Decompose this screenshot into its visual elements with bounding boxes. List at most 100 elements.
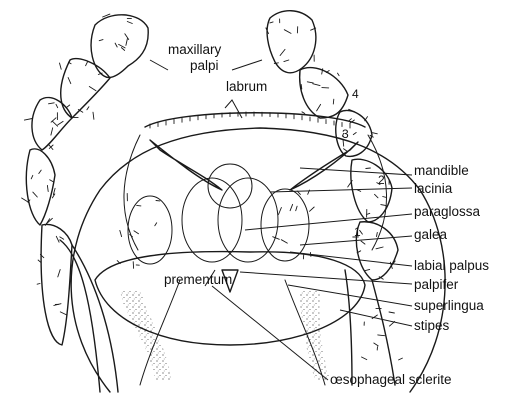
label-galea: galea [414, 227, 448, 242]
maxillary-palp-left-segment-3 [32, 98, 72, 150]
seta [281, 240, 287, 243]
seta [99, 40, 103, 41]
seta [86, 61, 88, 65]
palp-segment-number-4: 4 [352, 87, 359, 101]
seta [317, 104, 321, 111]
seta [362, 357, 367, 360]
seta [134, 231, 139, 234]
seta [56, 236, 59, 242]
seta [22, 198, 29, 202]
label-paraglossa: paraglossa [414, 204, 481, 219]
seta [376, 247, 383, 249]
paraglossa-right [218, 178, 278, 262]
label-labial-palpus: labial palpus [414, 258, 489, 273]
palp-segment-number-2: 2 [378, 173, 385, 187]
seta [364, 269, 369, 270]
label-superlingua: superlingua [414, 298, 484, 313]
seta [374, 343, 378, 346]
seta [338, 73, 340, 76]
maxillary-palp-left-segment-2 [26, 149, 55, 225]
seta [121, 48, 124, 51]
seta [383, 197, 386, 198]
seta [353, 133, 356, 135]
seta [68, 78, 71, 84]
seta [310, 207, 315, 211]
label-maxillary: maxillary [168, 42, 222, 57]
seta [87, 107, 89, 110]
seta [366, 168, 371, 169]
seta [60, 312, 67, 315]
seta [125, 34, 129, 40]
label-prementum: prementum [164, 272, 232, 287]
seta [284, 60, 289, 62]
seta [49, 103, 55, 104]
seta [33, 192, 38, 197]
seta [39, 170, 41, 173]
seta [48, 144, 53, 149]
seta [58, 270, 60, 277]
seta [50, 180, 54, 182]
label-labrum: labrum [226, 79, 267, 94]
seta [52, 121, 57, 126]
seta [290, 204, 293, 210]
seta [279, 208, 282, 215]
seta [301, 85, 302, 89]
seta [51, 118, 56, 122]
leader-paraglossa [245, 214, 412, 230]
labial-palpus-stipple-right [300, 290, 330, 380]
seta [89, 87, 96, 91]
seta [349, 119, 351, 121]
seta [280, 49, 285, 55]
maxillary-palp-right-segment-1 [356, 222, 398, 280]
seta [120, 230, 122, 236]
seta [296, 206, 297, 211]
seta [56, 104, 58, 107]
seta [51, 128, 53, 135]
label-oesophageal-sclerite: œsophageal sclerite [330, 372, 452, 387]
maxillary-palp-left-segment-1 [41, 224, 72, 345]
seta [373, 133, 378, 134]
leader-labial-palpus [290, 252, 412, 266]
seta [93, 112, 94, 119]
seta [378, 335, 385, 336]
seta [313, 84, 320, 86]
seta [58, 121, 63, 125]
seta [155, 223, 157, 226]
label-palpifer: palpifer [414, 277, 459, 292]
seta [399, 358, 403, 360]
maxillary-palp-right-segment-4 [300, 68, 348, 118]
seta [119, 44, 126, 48]
palp-segment-number-1: 1 [354, 225, 361, 239]
seta [66, 105, 69, 108]
paraglossa-left [182, 178, 242, 262]
labrum-bristles [150, 112, 350, 128]
seta [60, 63, 62, 69]
seta [344, 149, 348, 152]
seta [302, 112, 305, 114]
stipes-left [60, 240, 118, 392]
seta [381, 205, 387, 206]
leader-labrum [225, 100, 242, 118]
seta [307, 82, 313, 83]
seta [37, 284, 40, 285]
seta [377, 232, 378, 236]
stipes-right [345, 270, 395, 385]
seta [38, 260, 41, 262]
label-mandible: mandible [414, 163, 469, 178]
label-stipes: stipes [414, 318, 450, 333]
label-palpi: palpi [190, 58, 219, 73]
seta [47, 185, 48, 191]
palp-segment-number-3: 3 [342, 127, 349, 141]
mandible-right [290, 142, 358, 190]
seta [24, 119, 32, 121]
seta [389, 312, 394, 313]
seta [284, 30, 291, 34]
seta [270, 22, 273, 23]
label-lacinia: lacinia [414, 181, 453, 196]
mandible-left [150, 140, 222, 190]
labrum-shape [145, 113, 365, 127]
seta [375, 194, 379, 198]
seta [361, 241, 365, 244]
